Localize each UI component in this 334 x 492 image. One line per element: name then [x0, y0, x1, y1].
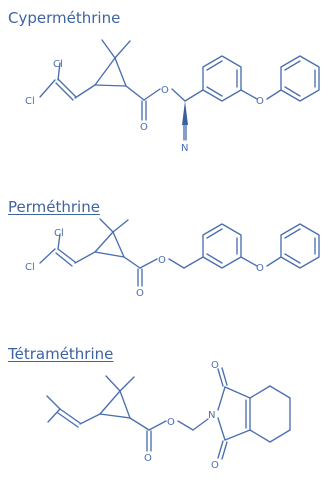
tetramethrine-ester-o-atom: O	[167, 417, 175, 428]
cypermethrine-structure: Cl Cl O O O N	[25, 39, 320, 154]
tetramethrine-structure: O O N O O	[46, 360, 291, 471]
cypermethrine-title: Cyperméthrine	[8, 9, 121, 27]
tetramethrine-title: Tétraméthrine	[8, 345, 114, 363]
cypermethrine-cl-atom: Cl	[53, 59, 63, 70]
cypermethrine-carbonyl-o-atom: O	[140, 122, 148, 133]
permethrine-cl-atom: Cl	[54, 228, 64, 239]
cypermethrine-ether-o-atom: O	[256, 96, 264, 107]
tetramethrine-carbonyl-o-atom: O	[144, 453, 152, 464]
permethrine-title: Perméthrine	[8, 198, 100, 216]
tetramethrine-imide-o-atom: O	[211, 360, 219, 371]
cypermethrine-n-atom: N	[181, 143, 188, 154]
permethrine-ester-o-atom: O	[158, 255, 166, 266]
tetramethrine-imide-o-atom: O	[211, 460, 219, 471]
tetramethrine-n-atom: N	[208, 410, 215, 421]
cypermethrine-cl-atom: Cl	[25, 96, 35, 107]
permethrine-cl-atom: Cl	[25, 262, 35, 273]
permethrine-ether-o-atom: O	[256, 263, 264, 274]
permethrine-structure: Cl Cl O O O	[25, 218, 320, 299]
permethrine-carbonyl-o-atom: O	[136, 288, 144, 299]
cypermethrine-ester-o-atom: O	[161, 85, 169, 96]
